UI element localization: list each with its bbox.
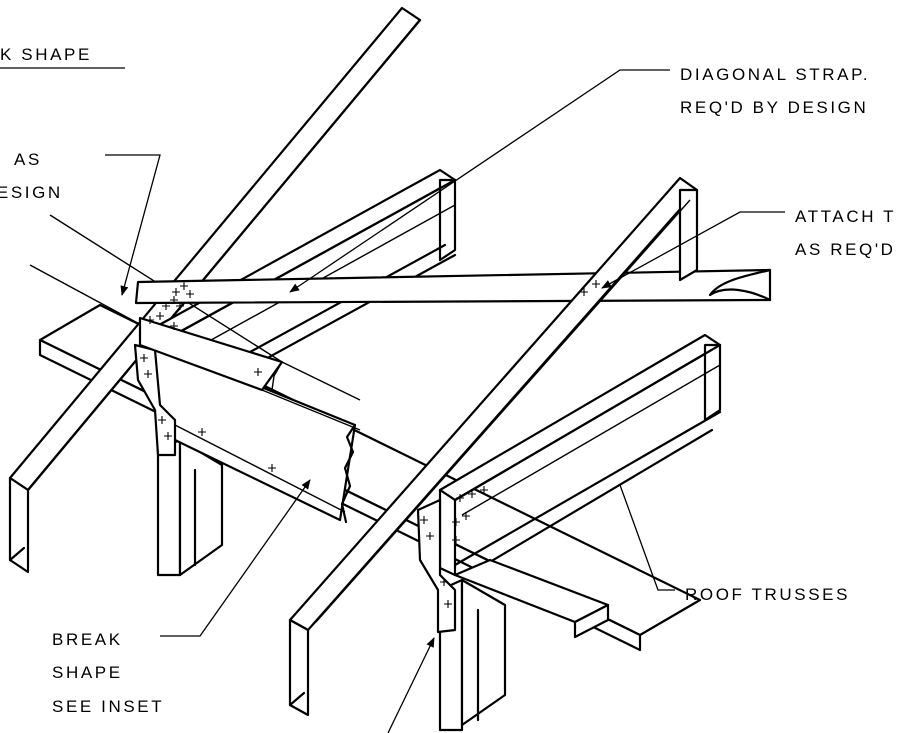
clip-leader [387, 637, 435, 733]
left-post [156, 438, 224, 577]
diagonal-strap-label-line2: REQ'D BY DESIGN [680, 98, 868, 117]
left-rafter-channel [8, 6, 422, 574]
attach-label-line1: ATTACH T [795, 207, 896, 226]
diagonal-strap-label-line1: DIAGONAL STRAP. [680, 65, 870, 84]
leader-lines [105, 69, 785, 733]
middle-rafter-channel [288, 176, 699, 717]
attach-label-line2: AS REQ'D [795, 240, 896, 259]
break-shape-title: K SHAPE [0, 45, 92, 64]
break-shape-label-line1: BREAK [52, 630, 123, 649]
strap-as-label-line1: AS [14, 150, 42, 169]
break-shape-label-line3: SEE INSET [52, 697, 164, 716]
attach-leader [601, 211, 785, 289]
break-shape-label-line2: SHAPE [52, 663, 123, 682]
roof-trusses-label: ROOF TRUSSES [685, 585, 850, 604]
fastener-marks [140, 280, 600, 608]
annotation-labels: K SHAPE DIAGONAL STRAP. REQ'D BY DESIGN … [0, 45, 896, 716]
roof-trusses-leader [619, 484, 675, 591]
break-shape-leader [160, 479, 311, 637]
strap-as-label-line2: DESIGN [0, 183, 63, 202]
strap-as-design-leader [105, 154, 161, 296]
diagonal-strap-leader [289, 69, 670, 293]
main-diagonal-strap [134, 268, 772, 305]
right-clip-angle [416, 498, 457, 634]
right-lower-plate [453, 558, 610, 639]
right-truss-channel [438, 333, 722, 577]
